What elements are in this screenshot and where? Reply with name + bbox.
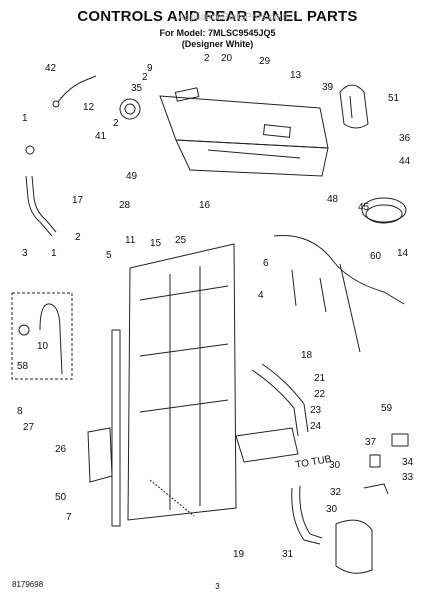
callout-22: 22	[314, 389, 326, 400]
callout-2: 2	[113, 118, 119, 129]
callout-3: 3	[22, 248, 28, 259]
inlet-hose-box	[11, 292, 73, 380]
mounting-bracket	[87, 427, 113, 483]
side-support	[111, 329, 121, 527]
callout-44: 44	[399, 156, 411, 167]
drain-pump	[235, 427, 299, 463]
callout-19: 19	[233, 549, 245, 560]
callout-2: 2	[204, 53, 210, 64]
callout-37: 37	[365, 437, 377, 448]
callout-36: 36	[399, 133, 411, 144]
figure-id: 8179698	[12, 580, 44, 589]
small-parts	[363, 433, 409, 495]
callout-29: 29	[259, 56, 271, 67]
color-line: (Designer White)	[181, 39, 254, 49]
inlet-hose-left	[25, 145, 57, 237]
model-line: For Model: 7MLSC9545JQ5	[159, 28, 276, 38]
page-title: CONTROLS AND REAR PANEL PARTS	[77, 8, 358, 25]
callout-18: 18	[301, 350, 313, 361]
callout-15: 15	[150, 238, 162, 249]
callout-12: 12	[83, 102, 95, 113]
callout-45: 45	[358, 202, 370, 213]
callout-23: 23	[310, 405, 322, 416]
callout-7: 7	[66, 512, 72, 523]
tub-outlet	[335, 519, 373, 574]
callout-30: 30	[329, 460, 341, 471]
callout-16: 16	[199, 200, 211, 211]
callout-6: 6	[263, 258, 269, 269]
callout-51: 51	[388, 93, 400, 104]
callout-50: 50	[55, 492, 67, 503]
callout-10: 10	[37, 341, 49, 352]
callout-48: 48	[327, 194, 339, 205]
callout-8: 8	[17, 406, 23, 417]
callout-5: 5	[106, 250, 112, 261]
wire-harness	[273, 235, 405, 353]
callout-11: 11	[125, 235, 136, 246]
lid-switch-harness	[52, 75, 97, 108]
callout-31: 31	[282, 549, 294, 560]
switch-block	[174, 87, 200, 102]
callout-32: 32	[330, 487, 342, 498]
callout-20: 20	[221, 53, 233, 64]
lower-drain-hose	[291, 485, 323, 545]
callout-26: 26	[55, 444, 67, 455]
callout-21: 21	[314, 373, 326, 384]
watermark: AppliancePartsPros.com	[178, 12, 288, 23]
callout-35: 35	[131, 83, 143, 94]
callout-2: 2	[75, 232, 81, 243]
rear-panel	[127, 243, 237, 521]
callout-25: 25	[175, 235, 187, 246]
callout-17: 17	[72, 195, 84, 206]
callout-34: 34	[402, 457, 414, 468]
callout-4: 4	[258, 290, 264, 301]
callout-1: 1	[22, 113, 28, 124]
page-number: 3	[215, 582, 220, 591]
callout-24: 24	[310, 421, 322, 432]
callout-42: 42	[45, 63, 57, 74]
callout-41: 41	[95, 131, 107, 142]
callout-30: 30	[326, 504, 338, 515]
power-cord	[361, 197, 407, 224]
control-console	[159, 95, 329, 177]
tub-spring	[149, 479, 195, 517]
callout-39: 39	[322, 82, 334, 93]
callout-2: 2	[142, 72, 148, 83]
callout-28: 28	[119, 200, 131, 211]
timer-knob	[119, 98, 141, 120]
callout-49: 49	[126, 171, 138, 182]
callout-27: 27	[23, 422, 35, 433]
callout-33: 33	[402, 472, 414, 483]
drain-hose	[251, 363, 309, 437]
callout-14: 14	[397, 248, 409, 259]
console-end-cap	[339, 84, 369, 129]
callout-1: 1	[51, 248, 57, 259]
callout-58: 58	[17, 361, 29, 372]
callout-60: 60	[370, 251, 382, 262]
to-tub-note: TO TUB	[295, 454, 333, 471]
callout-13: 13	[290, 70, 302, 81]
callout-9: 9	[147, 63, 153, 74]
callout-59: 59	[381, 403, 393, 414]
